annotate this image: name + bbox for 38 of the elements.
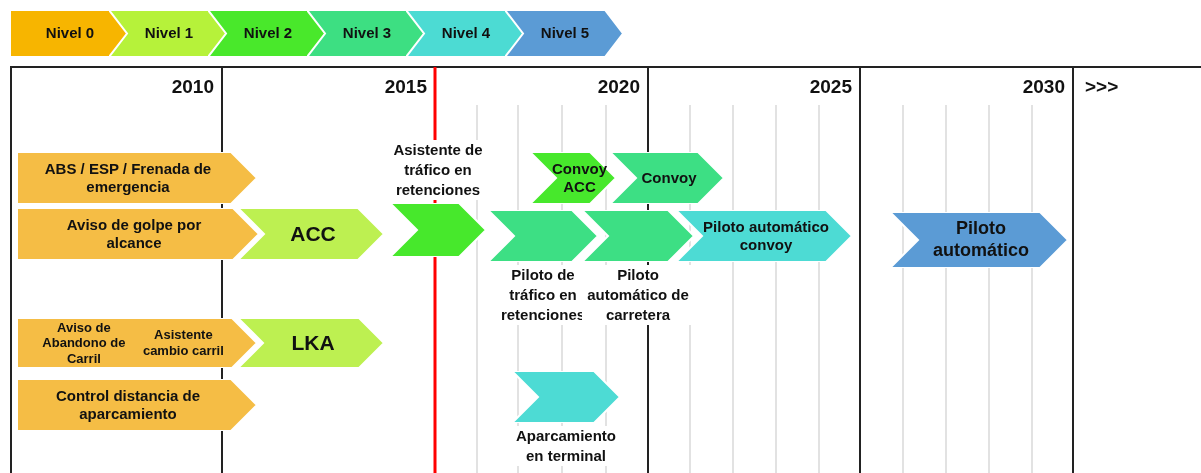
roadmap-band	[610, 152, 724, 204]
roadmap-band	[582, 210, 694, 262]
feature-label: Piloto automático de carretera	[582, 265, 694, 325]
continuation-mark: >>>	[1085, 75, 1119, 99]
roadmap-band	[390, 203, 486, 257]
year-label: 2020	[597, 75, 640, 99]
year-label: 2025	[809, 75, 852, 99]
roadmap-band	[530, 152, 616, 204]
feature-label: LKA	[291, 330, 335, 356]
feature-label: ACC	[290, 221, 336, 247]
feature-label: Convoy ACC	[552, 160, 607, 196]
roadmap-band	[238, 318, 384, 368]
level-legend-tag: Nivel 0	[10, 10, 128, 57]
feature-label: Piloto automático convoy	[702, 218, 830, 254]
roadmap-band	[17, 208, 259, 260]
roadmap-band	[17, 152, 257, 204]
year-label: 2015	[384, 75, 427, 99]
roadmap-band	[238, 208, 384, 260]
level-legend-tag: Nivel 2	[208, 10, 326, 57]
roadmap-band	[890, 212, 1068, 268]
feature-label: Aviso de golpe por alcance	[65, 216, 203, 252]
level-legend-tag: Nivel 3	[307, 10, 425, 57]
feature-label: Piloto automático	[932, 218, 1030, 262]
year-label: 2030	[1022, 75, 1065, 99]
feature-label: Aviso de Abandono de Carril	[41, 319, 127, 367]
feature-label: ABS / ESP / Frenada de emergencia	[43, 160, 213, 196]
roadmap-band	[676, 210, 852, 262]
year-label: 2010	[171, 75, 214, 99]
level-legend-tag: Nivel 1	[109, 10, 227, 57]
level-legend-tag: Nivel 5	[505, 10, 623, 57]
roadmap-band	[17, 379, 257, 431]
feature-label: Convoy	[641, 169, 697, 187]
roadmap-band	[512, 371, 620, 423]
feature-label: Control distancia de aparcamiento	[54, 387, 202, 423]
level-legend-tag: Nivel 4	[406, 10, 524, 57]
feature-label: Asistente cambio carril	[141, 327, 225, 359]
roadmap-band	[488, 210, 598, 262]
roadmap-band	[17, 318, 257, 368]
